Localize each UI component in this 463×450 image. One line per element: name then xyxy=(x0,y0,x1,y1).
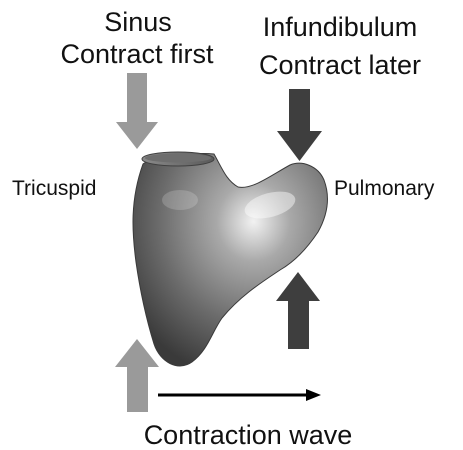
infundibulum-up-arrow xyxy=(276,272,320,349)
contraction-wave-arrow xyxy=(158,389,321,401)
contraction-wave-label: Contraction wave xyxy=(118,422,378,449)
infundibulum-label-line1: Infundibulum xyxy=(234,14,446,41)
pulmonary-label: Pulmonary xyxy=(334,178,434,199)
sinus-down-arrow xyxy=(116,73,158,149)
sinus-up-arrow xyxy=(115,339,159,412)
infundibulum-down-arrow xyxy=(277,89,322,161)
sinus-label-line2: Contract first xyxy=(46,41,228,68)
sinus-label-line1: Sinus xyxy=(88,9,188,36)
infundibulum-label-line2: Contract later xyxy=(240,52,440,79)
tricuspid-label: Tricuspid xyxy=(12,178,96,199)
